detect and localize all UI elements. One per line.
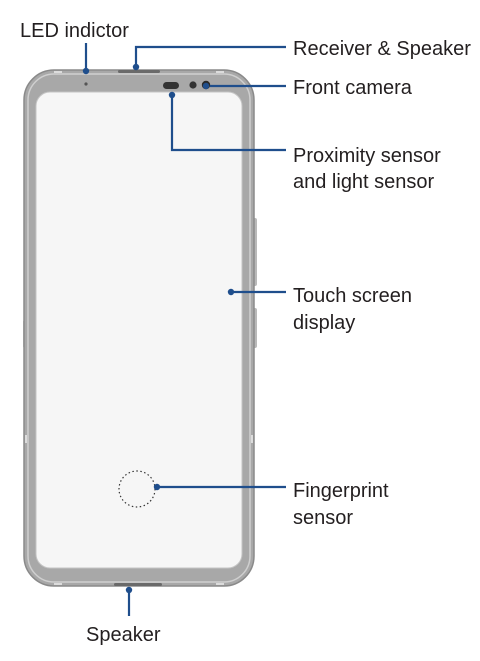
label-touch-line1: Touch screen [293, 285, 412, 307]
label-speaker: Speaker [86, 624, 161, 646]
bottom-speaker-grille [114, 583, 162, 586]
leader-touch-screen [227, 288, 286, 296]
led-indicator [84, 82, 88, 86]
proximity-sensor [163, 82, 179, 89]
leader-led [82, 43, 90, 75]
label-fingerprint-line1: Fingerprint [293, 480, 389, 502]
label-receiver-speaker: Receiver & Speaker [293, 38, 471, 60]
phone-frame [27, 73, 251, 583]
receiver-speaker-slot [118, 70, 160, 73]
leader-front-camera [202, 82, 286, 90]
screen [35, 91, 243, 569]
label-proximity-line1: Proximity sensor [293, 145, 441, 167]
label-front-camera: Front camera [293, 77, 413, 99]
label-fingerprint-line2: sensor [293, 507, 353, 529]
leader-fingerprint [153, 483, 286, 491]
label-proximity-line2: and light sensor [293, 171, 435, 193]
leader-proximity [168, 91, 286, 152]
leader-receiver-speaker [132, 45, 286, 71]
leader-speaker [125, 586, 133, 616]
label-led-indicator: LED indictor [20, 20, 129, 42]
label-touch-line2: display [293, 312, 355, 334]
front-camera-lens [189, 81, 197, 89]
